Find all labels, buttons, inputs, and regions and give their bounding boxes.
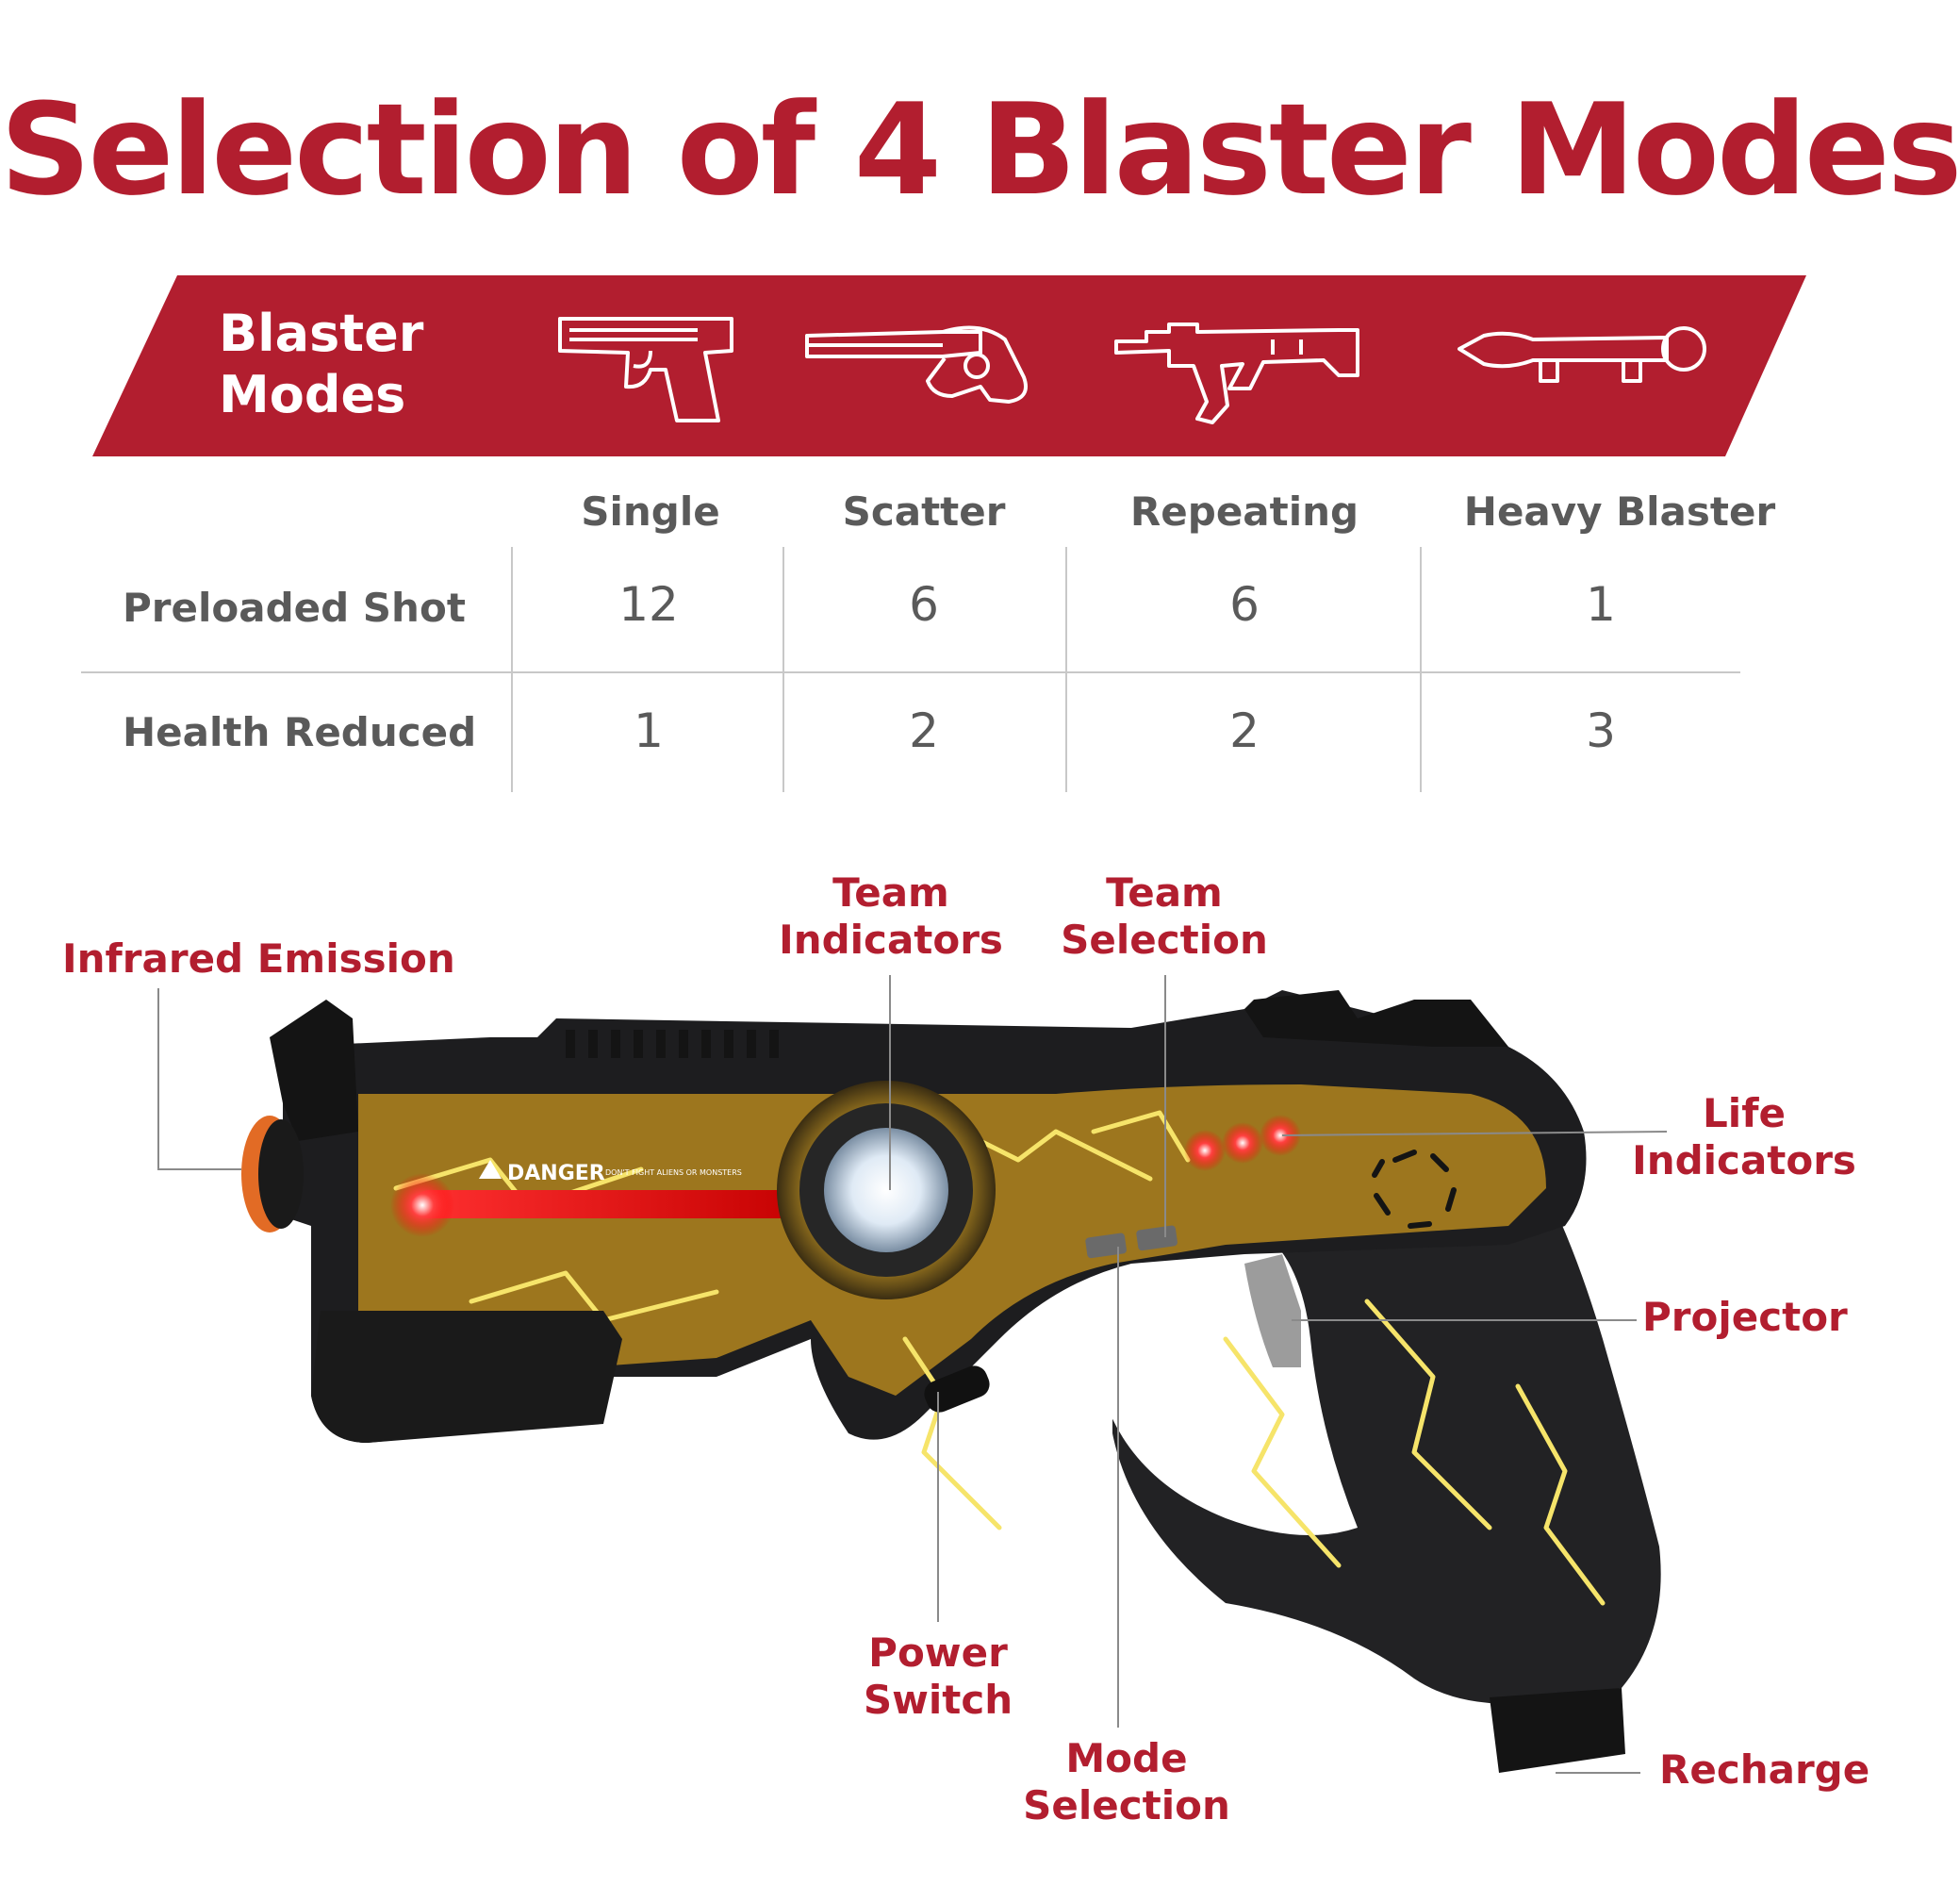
recharge-port xyxy=(1490,1688,1625,1773)
callout-team-selection: Team Selection xyxy=(1046,869,1282,965)
callout-life-indicators: Life Indicators xyxy=(1622,1090,1867,1185)
table-cell: 6 xyxy=(1229,577,1260,632)
power-switch[interactable] xyxy=(920,1362,994,1416)
callout-projector: Projector xyxy=(1642,1294,1848,1340)
muzzle-ring xyxy=(258,1119,304,1229)
table-cell: 12 xyxy=(618,577,679,632)
decal-subtext: DON'T FIGHT ALIENS OR MONSTERS xyxy=(605,1168,742,1177)
speaker-grill-icon xyxy=(1372,1150,1457,1229)
callout-mode-selection-line2: Selection xyxy=(1023,1782,1230,1829)
callout-team-indicators-line2: Indicators xyxy=(779,917,1003,964)
callout-power-switch-line1: Power xyxy=(868,1630,1008,1676)
mode-selection-button[interactable] xyxy=(1085,1233,1128,1259)
shotgun-icon xyxy=(805,325,1028,404)
table-cell: 1 xyxy=(634,703,664,758)
table-cell: 2 xyxy=(1229,703,1260,758)
laser-beam xyxy=(415,1190,811,1218)
table-divider xyxy=(1420,547,1422,792)
callout-life-indicators-line1: Life xyxy=(1703,1090,1786,1136)
lower-barrel xyxy=(311,1311,622,1443)
blaster-modes-banner xyxy=(92,275,1806,456)
table-divider xyxy=(1065,547,1067,792)
rocket-launcher-icon xyxy=(1458,326,1706,383)
callout-team-selection-line1: Team xyxy=(1106,869,1223,916)
top-rail-ridges xyxy=(566,1030,779,1058)
mode-name-single: Single xyxy=(581,488,720,535)
banner-label-line1: Blaster xyxy=(219,304,424,363)
warning-triangle-icon xyxy=(479,1160,502,1179)
rear-sight xyxy=(1244,990,1508,1047)
callout-mode-selection: Mode Selection xyxy=(1009,1735,1244,1830)
lightning-bolts xyxy=(393,1110,1606,1606)
banner-background xyxy=(92,275,1806,456)
callout-life-indicators-line2: Indicators xyxy=(1632,1137,1856,1184)
callout-team-indicators: Team Indicators xyxy=(773,869,1009,965)
row-label-preloaded-shot: Preloaded Shot xyxy=(123,585,466,631)
callout-mode-selection-line1: Mode xyxy=(1065,1735,1188,1781)
callout-team-selection-line2: Selection xyxy=(1061,917,1268,964)
team-selection-button[interactable] xyxy=(1136,1225,1178,1251)
team-indicator-lens xyxy=(824,1128,948,1252)
laser-dot xyxy=(390,1173,454,1237)
table-cell: 3 xyxy=(1586,703,1616,758)
banner-label: Blaster Modes xyxy=(219,304,423,426)
table-cell: 2 xyxy=(909,703,939,758)
rifle-icon xyxy=(1114,323,1359,424)
callout-recharge: Recharge xyxy=(1659,1746,1870,1793)
table-cell: 6 xyxy=(909,577,939,632)
row-label-health-reduced: Health Reduced xyxy=(123,709,477,755)
table-row-divider xyxy=(81,671,1740,673)
table-divider xyxy=(511,547,513,792)
callout-leader-lines xyxy=(157,975,1668,1774)
mode-name-heavy-blaster: Heavy Blaster xyxy=(1463,488,1776,535)
callout-team-indicators-line1: Team xyxy=(832,869,949,916)
pistol-icon xyxy=(558,317,733,422)
front-sight xyxy=(270,1000,358,1141)
callout-power-switch: Power Switch xyxy=(830,1630,1046,1725)
page-title: Selection of 4 Blaster Modes xyxy=(0,76,1960,223)
callout-power-switch-line2: Switch xyxy=(863,1677,1013,1724)
life-indicator-leds xyxy=(1184,1115,1301,1171)
banner-label-line2: Modes xyxy=(219,364,406,424)
mode-name-repeating: Repeating xyxy=(1129,488,1359,535)
table-cell: 1 xyxy=(1586,577,1616,632)
table-divider xyxy=(782,547,784,792)
mode-name-scatter: Scatter xyxy=(842,488,1006,535)
laser-tag-blaster-illustration: DANGER DON'T FIGHT ALIENS OR MONSTERS xyxy=(157,975,1668,1774)
callout-infrared-emission: Infrared Emission xyxy=(62,935,455,982)
trigger xyxy=(1244,1254,1301,1367)
decal-text: DANGER xyxy=(507,1162,605,1185)
